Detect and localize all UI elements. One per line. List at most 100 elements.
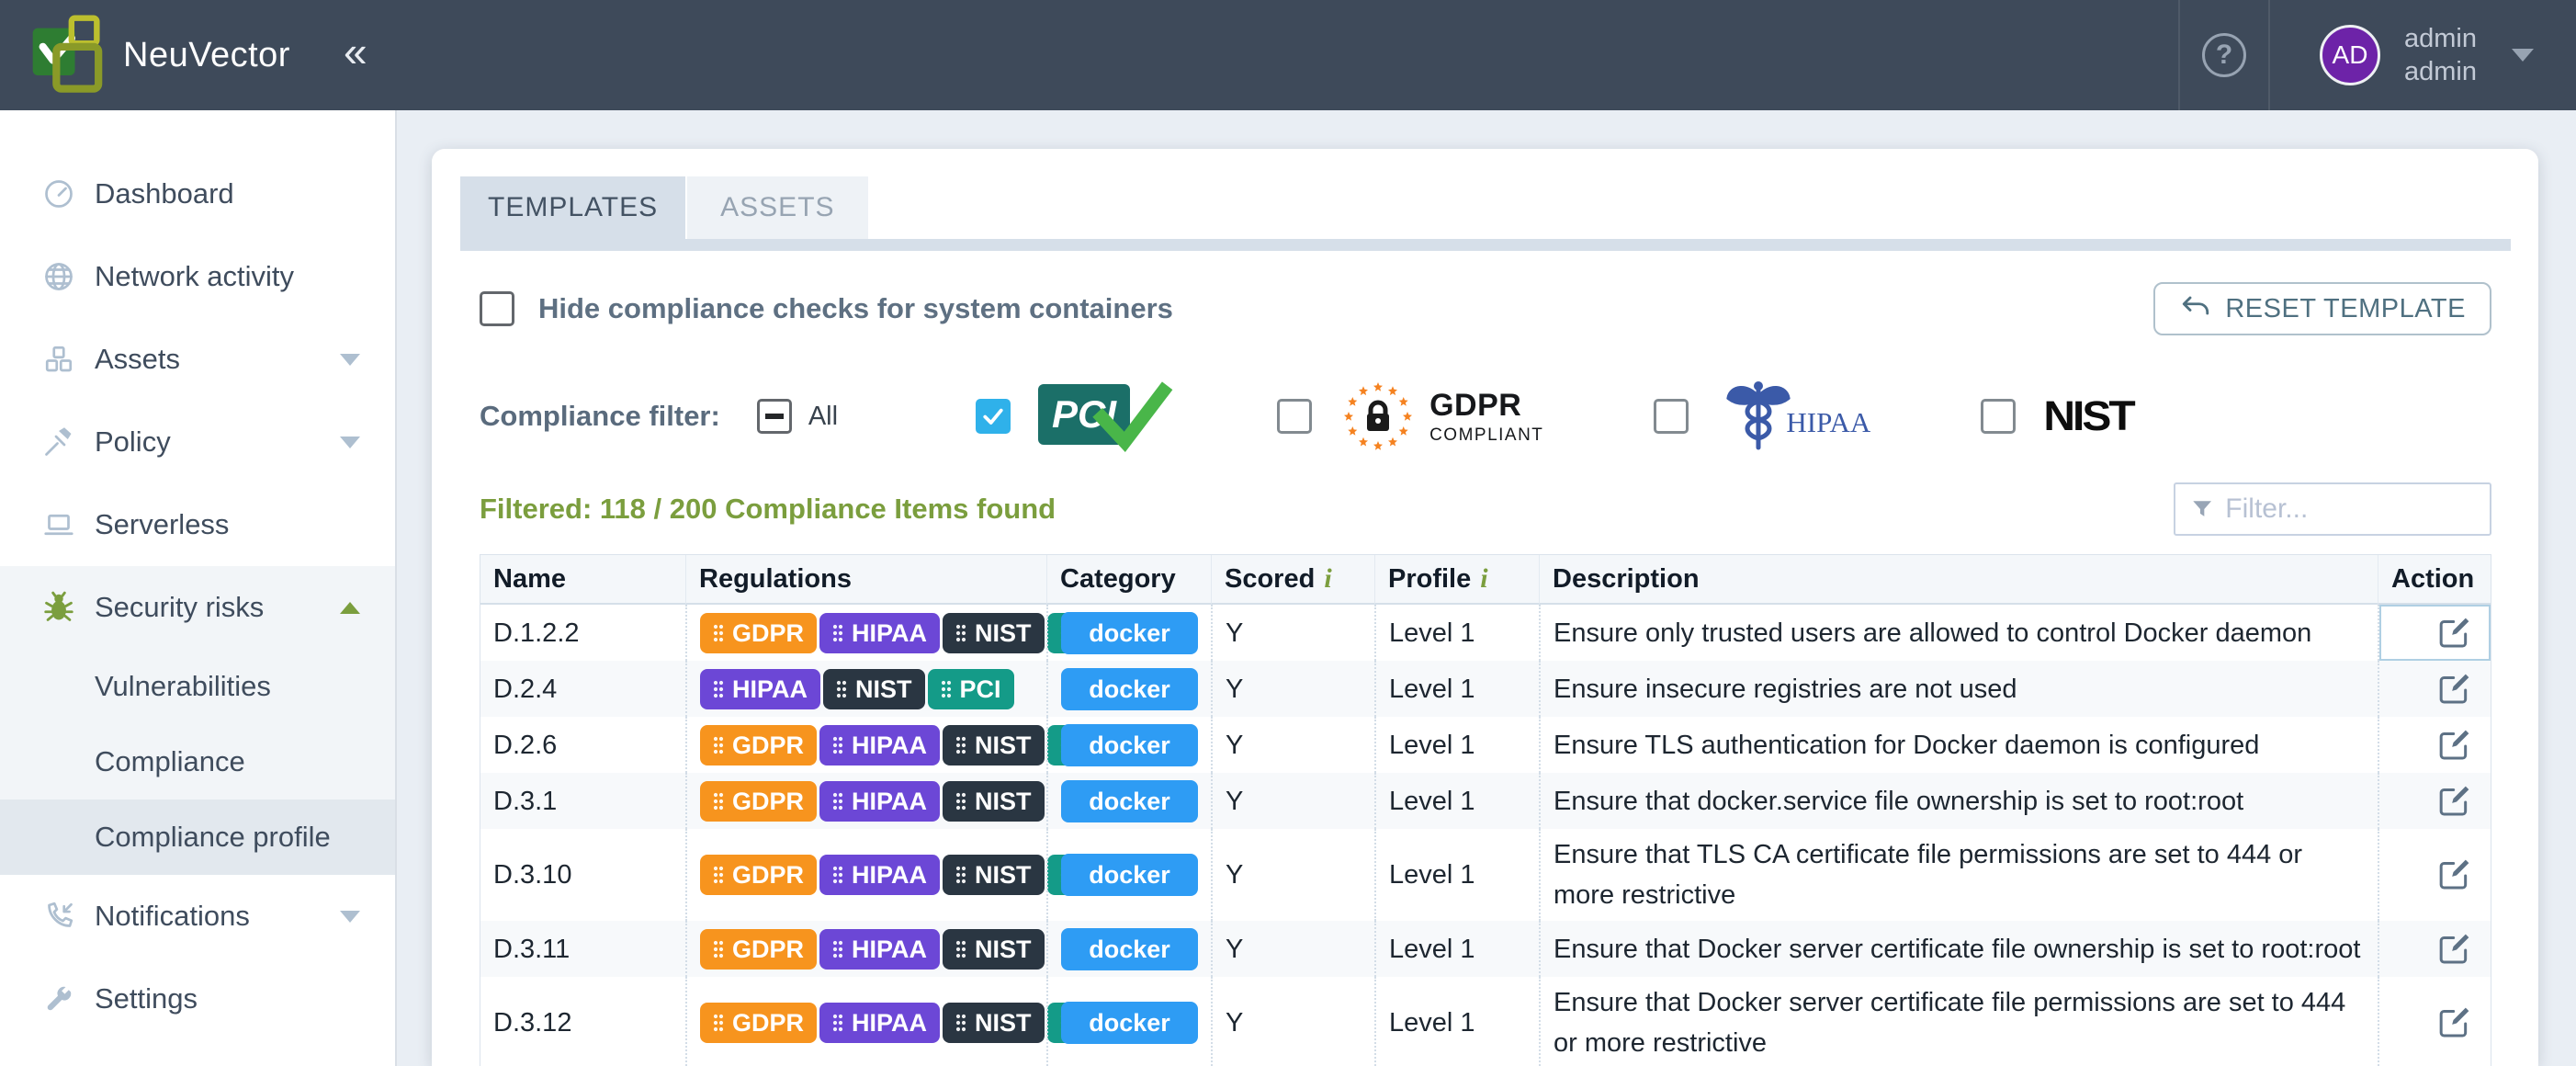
- hipaa-logo: HIPAA: [1716, 374, 1870, 459]
- sidebar-item-compliance[interactable]: Compliance: [0, 724, 395, 800]
- reset-template-button[interactable]: RESET TEMPLATE: [2153, 282, 2491, 335]
- regulation-badge-gdpr: GDPR: [700, 1003, 818, 1043]
- cell-description: Ensure that Docker server certificate fi…: [1539, 921, 2378, 977]
- regulation-badge-hipaa: HIPAA: [819, 724, 941, 765]
- info-icon[interactable]: i: [1480, 563, 1488, 594]
- category-badge: docker: [1061, 1002, 1198, 1044]
- regulation-badge-nist: NIST: [943, 1003, 1045, 1043]
- hide-system-containers-checkbox[interactable]: [480, 291, 514, 326]
- cell-category: docker: [1046, 605, 1211, 661]
- nist-filter-checkbox[interactable]: [1981, 399, 2017, 434]
- edit-button[interactable]: [2435, 615, 2472, 652]
- info-icon[interactable]: i: [1324, 563, 1332, 594]
- sidebar-item-assets[interactable]: Assets: [0, 318, 395, 401]
- sidebar-collapse-button[interactable]: «: [343, 28, 367, 75]
- cell-category: docker: [1046, 977, 1211, 1066]
- neuvector-logo-icon: [28, 15, 112, 96]
- cell-category: docker: [1046, 773, 1211, 829]
- cell-action: [2378, 977, 2491, 1066]
- cell-profile: Level 1: [1374, 717, 1539, 773]
- laptop-icon: [41, 508, 76, 541]
- regulation-badge-hipaa: HIPAA: [700, 668, 821, 709]
- tab-assets[interactable]: ASSETS: [687, 176, 868, 239]
- sidebar-item-security-risks[interactable]: Security risks: [0, 566, 395, 649]
- sidebar-item-label: Notifications: [95, 900, 250, 932]
- all-filter-label: All: [808, 401, 839, 431]
- edit-button[interactable]: [2435, 783, 2472, 820]
- edit-button[interactable]: [2435, 727, 2472, 764]
- pci-logo: PCI: [1038, 377, 1173, 456]
- edit-button[interactable]: [2435, 856, 2472, 893]
- avatar[interactable]: AD: [2320, 25, 2380, 85]
- column-header-regulations[interactable]: Regulations: [685, 555, 1046, 605]
- content-area: TEMPLATES ASSETS Hide compliance checks …: [397, 110, 2576, 1066]
- edit-button[interactable]: [2435, 931, 2472, 968]
- cell-regulations: GDPRHIPAANISTPCI: [685, 717, 1134, 773]
- chevron-down-icon: [340, 436, 360, 448]
- regulation-badge-gdpr: GDPR: [700, 780, 818, 822]
- cell-regulations: GDPRHIPAANISTPCI: [685, 773, 1134, 829]
- category-badge: docker: [1061, 723, 1198, 766]
- gdpr-filter-checkbox[interactable]: [1277, 399, 1313, 434]
- cell-category: docker: [1046, 717, 1211, 773]
- sidebar-item-label: Compliance: [95, 745, 245, 777]
- regulation-badge-nist: NIST: [823, 668, 925, 709]
- sidebar-item-network-activity[interactable]: Network activity: [0, 235, 395, 318]
- cell-scored: Y: [1211, 661, 1374, 717]
- bug-icon: [41, 590, 76, 625]
- sidebar-item-policy[interactable]: Policy: [0, 401, 395, 483]
- table-filter-input[interactable]: [2225, 493, 2475, 525]
- nist-logo: NIST: [2043, 392, 2135, 440]
- column-header-description[interactable]: Description: [1539, 555, 2378, 605]
- cell-action: [2378, 717, 2491, 773]
- tab-templates[interactable]: TEMPLATES: [460, 176, 686, 239]
- cell-category: docker: [1046, 921, 1211, 977]
- chevron-down-icon[interactable]: [2512, 49, 2534, 62]
- cell-scored: Y: [1211, 829, 1374, 921]
- cell-category: docker: [1046, 661, 1211, 717]
- pencil-square-icon: [2439, 786, 2469, 815]
- sidebar-item-notifications[interactable]: Notifications: [0, 875, 395, 958]
- regulation-badge-gdpr: GDPR: [700, 855, 818, 895]
- regulation-badge-nist: NIST: [943, 612, 1045, 653]
- sidebar-item-settings[interactable]: Settings: [0, 958, 395, 1040]
- edit-button[interactable]: [2435, 1004, 2472, 1041]
- funnel-icon: [2193, 501, 2212, 516]
- cell-regulations: GDPRHIPAANISTPCI: [685, 829, 1134, 921]
- cell-scored: Y: [1211, 717, 1374, 773]
- column-header-category[interactable]: Category: [1046, 555, 1211, 605]
- sidebar-item-label: Assets: [95, 343, 181, 375]
- column-header-action[interactable]: Action: [2378, 555, 2491, 605]
- sidebar-item-label: Vulnerabilities: [95, 670, 271, 702]
- hide-system-containers-label: Hide compliance checks for system contai…: [538, 292, 1173, 324]
- user-menu[interactable]: AD admin admin: [2270, 0, 2576, 110]
- cell-description: Ensure that TLS CA certificate file perm…: [1539, 829, 2378, 921]
- regulation-badge-nist: NIST: [943, 855, 1045, 895]
- cell-regulations: GDPRHIPAANISTPCI: [685, 921, 1134, 977]
- regulation-badge-pci: PCI: [927, 668, 1014, 709]
- sidebar-item-label: Dashboard: [95, 177, 234, 210]
- cell-action: [2378, 661, 2491, 717]
- sidebar-item-serverless[interactable]: Serverless: [0, 483, 395, 566]
- category-badge: docker: [1061, 667, 1198, 710]
- column-header-name[interactable]: Name: [480, 555, 685, 605]
- category-badge: docker: [1061, 611, 1198, 654]
- pci-filter-checkbox[interactable]: [976, 399, 1011, 434]
- sidebar-item-compliance-profile[interactable]: Compliance profile: [0, 800, 395, 875]
- help-icon[interactable]: ?: [2202, 33, 2246, 77]
- edit-button[interactable]: [2435, 671, 2472, 708]
- hipaa-filter-checkbox[interactable]: [1654, 399, 1689, 434]
- sidebar-item-vulnerabilities[interactable]: Vulnerabilities: [0, 649, 395, 724]
- cell-name: D.3.12: [493, 1008, 572, 1038]
- gauge-icon: [41, 177, 76, 210]
- sidebar-item-label: Security risks: [95, 591, 265, 623]
- sidebar-item-dashboard[interactable]: Dashboard: [0, 153, 395, 235]
- all-filter-checkbox[interactable]: [756, 399, 792, 434]
- regulation-badge-gdpr: GDPR: [700, 928, 818, 970]
- chevron-down-icon: [340, 353, 360, 366]
